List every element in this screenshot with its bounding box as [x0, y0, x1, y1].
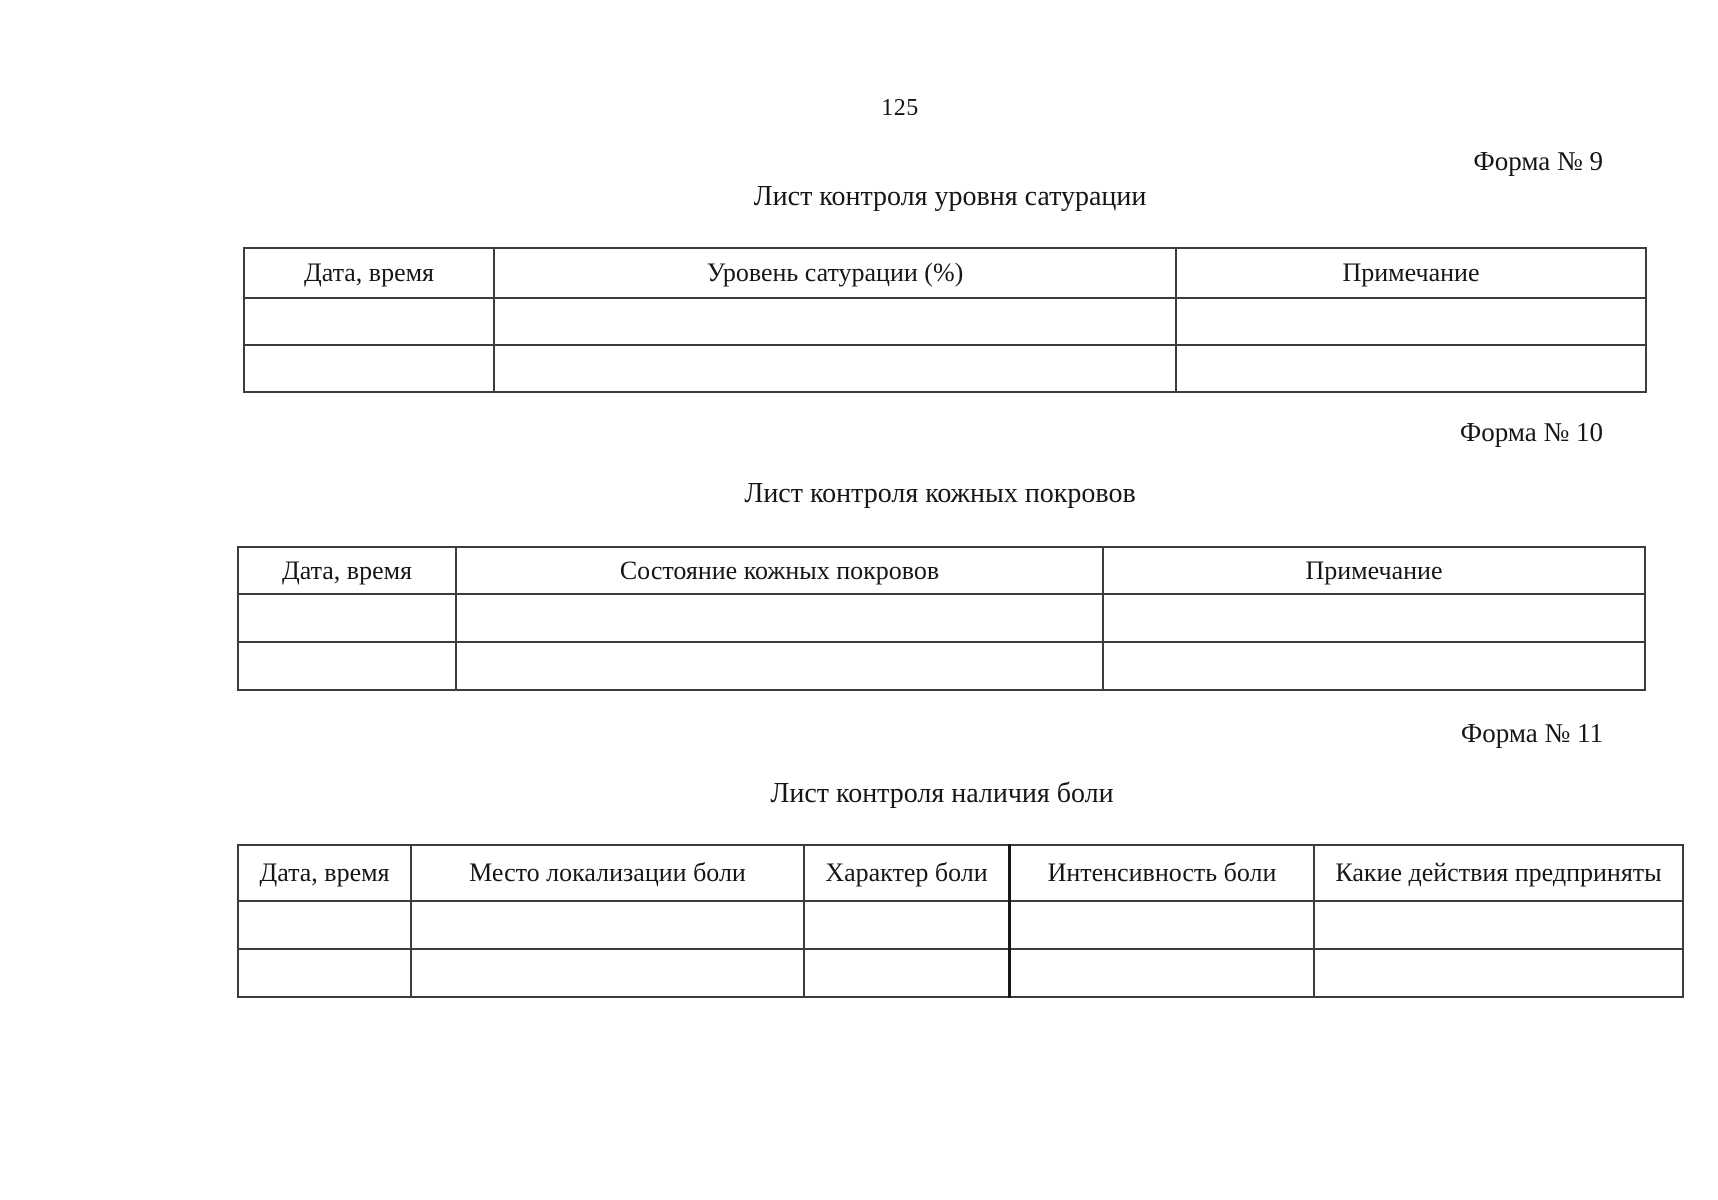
- column-header-actions-taken: Какие действия предприняты: [1313, 844, 1684, 902]
- pain-control-table: Дата, время Место локализации боли Харак…: [237, 844, 1684, 998]
- column-header-date-time: Дата, время: [237, 546, 457, 595]
- empty-cell: [1313, 948, 1684, 998]
- column-header-saturation-level: Уровень сатурации (%): [493, 247, 1177, 299]
- empty-cell: [1102, 641, 1646, 691]
- table-row: [237, 593, 1646, 643]
- empty-cell: [455, 641, 1104, 691]
- empty-cell: [1313, 900, 1684, 950]
- table-header-row: Дата, время Состояние кожных покровов Пр…: [237, 546, 1646, 595]
- empty-cell: [243, 297, 495, 346]
- table-row: [237, 948, 1684, 998]
- column-header-date-time: Дата, время: [237, 844, 412, 902]
- column-header-pain-location: Место локализации боли: [410, 844, 805, 902]
- column-header-pain-character: Характер боли: [803, 844, 1011, 902]
- column-header-note: Примечание: [1102, 546, 1646, 595]
- empty-cell: [410, 948, 805, 998]
- empty-cell: [1175, 344, 1647, 393]
- empty-cell: [493, 344, 1177, 393]
- table-row: [243, 297, 1647, 346]
- empty-cell: [1102, 593, 1646, 643]
- empty-cell: [1008, 900, 1315, 950]
- skin-condition-control-table: Дата, время Состояние кожных покровов Пр…: [237, 546, 1646, 691]
- form-11-label: Форма № 11: [1460, 718, 1603, 748]
- empty-cell: [455, 593, 1104, 643]
- form-9-label: Форма № 9: [1473, 146, 1603, 176]
- column-header-pain-intensity: Интенсивность боли: [1008, 844, 1315, 902]
- empty-cell: [237, 948, 412, 998]
- empty-cell: [237, 641, 457, 691]
- column-header-note: Примечание: [1175, 247, 1647, 299]
- form-11-title: Лист контроля наличия боли: [770, 778, 1114, 809]
- empty-cell: [237, 593, 457, 643]
- table-row: [237, 900, 1684, 950]
- empty-cell: [1175, 297, 1647, 346]
- form-10-label: Форма № 10: [1459, 417, 1603, 447]
- empty-cell: [410, 900, 805, 950]
- empty-cell: [803, 948, 1011, 998]
- empty-cell: [803, 900, 1011, 950]
- saturation-control-table: Дата, время Уровень сатурации (%) Примеч…: [243, 247, 1647, 393]
- empty-cell: [1008, 948, 1315, 998]
- column-header-skin-condition: Состояние кожных покровов: [455, 546, 1104, 595]
- table-row: [237, 641, 1646, 691]
- table-header-row: Дата, время Место локализации боли Харак…: [237, 844, 1684, 902]
- empty-cell: [243, 344, 495, 393]
- form-9-title: Лист контроля уровня сатурации: [753, 181, 1147, 212]
- table-row: [243, 344, 1647, 393]
- page-number: 125: [881, 95, 919, 121]
- empty-cell: [237, 900, 412, 950]
- table-header-row: Дата, время Уровень сатурации (%) Примеч…: [243, 247, 1647, 299]
- empty-cell: [493, 297, 1177, 346]
- column-header-date-time: Дата, время: [243, 247, 495, 299]
- form-10-title: Лист контроля кожных покровов: [744, 478, 1136, 509]
